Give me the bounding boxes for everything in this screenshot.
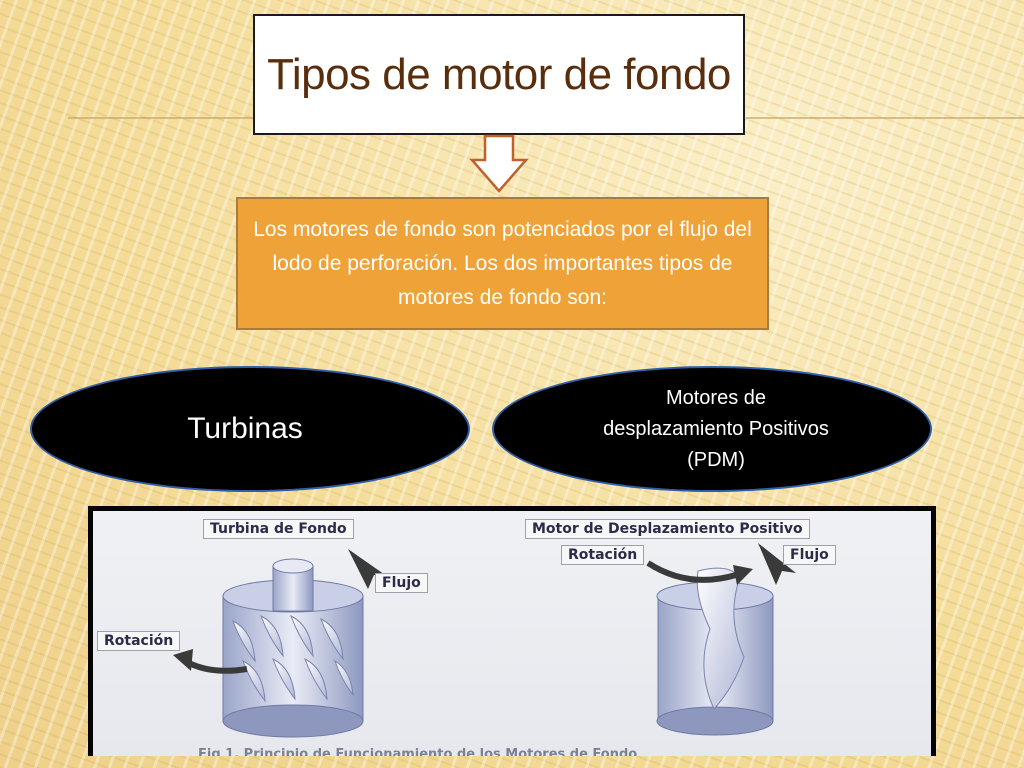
page-title: Tipos de motor de fondo xyxy=(267,49,731,99)
pdm-label: Motores de desplazamiento Positivos (PDM… xyxy=(599,383,829,476)
pdm-flow-label: Flujo xyxy=(783,545,836,565)
description-text: Los motores de fondo son potenciados por… xyxy=(253,217,752,309)
turbines-label: Turbinas xyxy=(187,412,303,445)
pdm-label-line3: (PDM) xyxy=(687,448,745,471)
right-divider-line xyxy=(746,117,1024,119)
description-box: Los motores de fondo son potenciados por… xyxy=(236,197,769,330)
pdm-rotation-label: Rotación xyxy=(561,545,645,565)
turbines-ellipse: Turbinas xyxy=(30,366,470,492)
turbine-rotation-label: Rotación xyxy=(97,631,181,651)
turbine-title-label: Turbina de Fondo xyxy=(203,519,354,539)
motor-diagram: Turbina de Fondo Flujo Rotación Motor de… xyxy=(93,511,931,756)
pdm-title-label: Motor de Desplazamiento Positivo xyxy=(525,519,810,539)
pdm-label-line2: desplazamiento Positivos xyxy=(603,417,829,440)
pdm-label-line1: Motores de xyxy=(665,386,767,409)
motor-diagram-frame: Turbina de Fondo Flujo Rotación Motor de… xyxy=(88,506,936,756)
title-box: Tipos de motor de fondo xyxy=(253,14,745,135)
turbine-flow-label: Flujo xyxy=(375,573,428,593)
pdm-ellipse: Motores de desplazamiento Positivos (PDM… xyxy=(492,366,932,492)
left-divider-line xyxy=(68,117,254,119)
down-arrow-icon xyxy=(469,134,529,193)
figure-caption: Fig 1. Principio de Funcionamiento de lo… xyxy=(198,747,638,756)
turbine-illustration xyxy=(173,549,388,738)
motor-illustrations xyxy=(173,543,796,738)
pdm-illustration xyxy=(646,543,796,736)
